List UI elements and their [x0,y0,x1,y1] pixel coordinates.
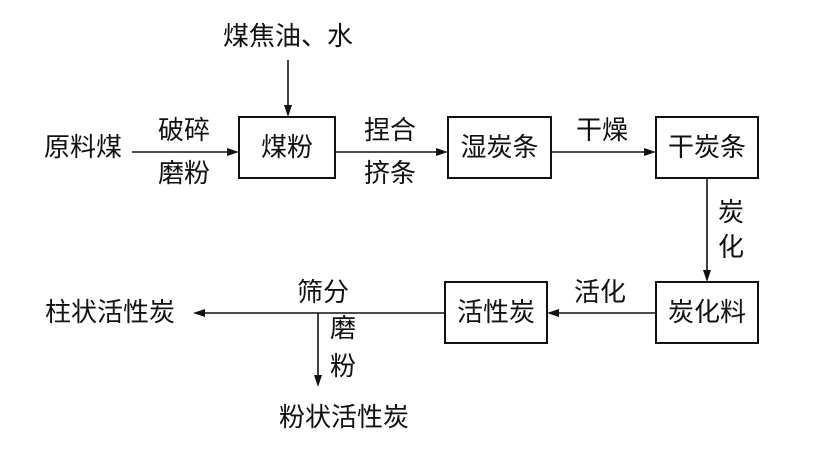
label-carbonized-material: 炭化料 [668,298,746,328]
label-wet-carbon-strip: 湿炭条 [460,133,538,163]
step-grind-label-2: 粉 [330,352,356,382]
arrow-raw-coal-to-coal-powder [132,148,239,156]
box-wet-carbon-strip: 湿炭条 [447,116,552,179]
step-knead-label: 捏合 [364,116,416,146]
label-dry-carbon-strip: 干炭条 [668,133,746,163]
arrow-dry-strip-to-carbonized [703,178,711,282]
arrow-wet-strip-to-dry-strip [551,148,656,156]
box-carbonized-material: 炭化料 [655,281,759,344]
label-coal-powder: 煤粉 [261,133,313,163]
arrow-branch-to-powdered [314,313,322,387]
box-activated-carbon: 活性炭 [444,281,548,344]
box-coal-powder: 煤粉 [238,116,336,179]
box-dry-carbon-strip: 干炭条 [655,116,759,179]
step-carbonize-label-1: 炭 [718,198,744,228]
arrow-carbonized-to-activated [547,309,656,317]
step-screening-label: 筛分 [297,278,349,308]
step-drying-label: 干燥 [576,116,628,146]
step-grind-label-1: 磨 [330,314,356,344]
arrow-activated-to-columnar [193,309,445,317]
step-carbonize-label-2: 化 [718,233,744,263]
step-activation-label: 活化 [574,278,626,308]
raw-coal-label: 原料煤 [44,133,122,163]
step-extrude-label: 挤条 [364,159,416,189]
binder-water-label: 煤焦油、水 [223,22,353,52]
step-crush-label: 破碎 [158,116,210,146]
output-columnar-label: 柱状活性炭 [45,298,175,328]
output-powdered-label: 粉状活性炭 [279,403,409,433]
arrow-binder-to-coal-powder [284,60,292,117]
step-grind-powder-label: 磨粉 [158,159,210,189]
label-activated-carbon: 活性炭 [457,298,535,328]
arrow-coal-powder-to-wet-strip [335,148,448,156]
